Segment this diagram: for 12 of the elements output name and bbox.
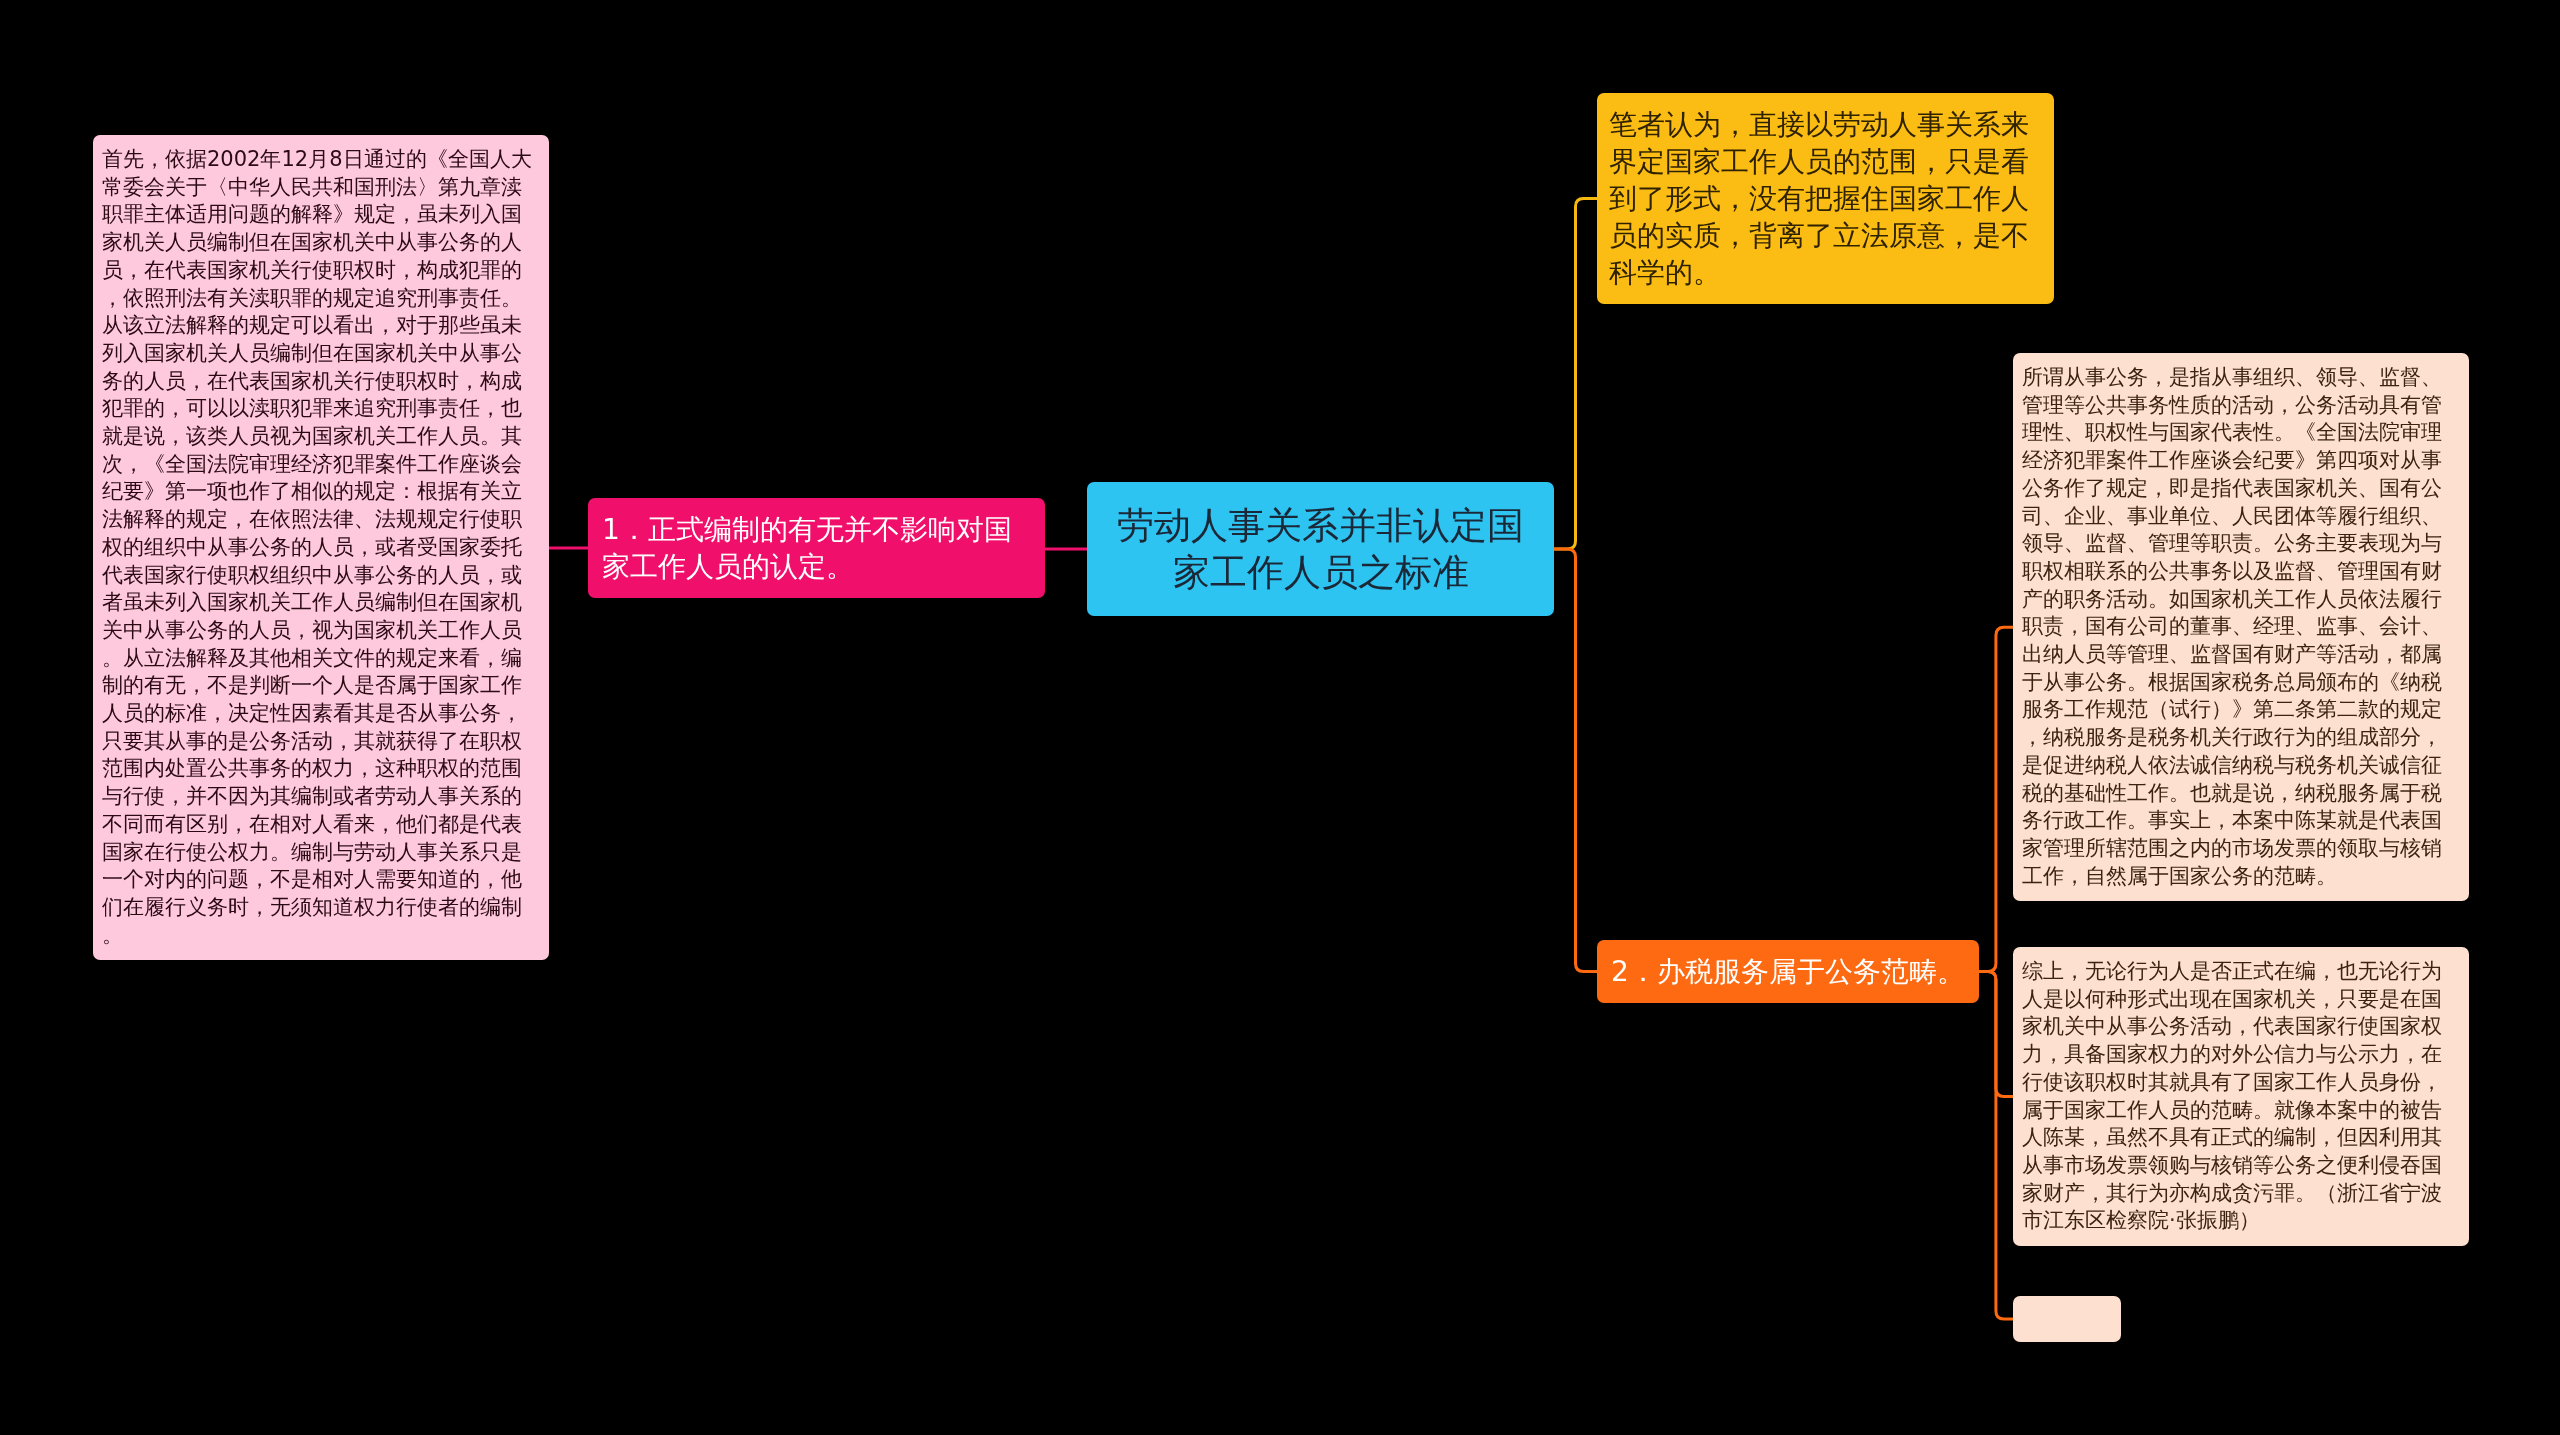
branch-topic: 笔者认为，直接以劳动人事关系来界定国家工作人员的范围，只是看到了形式，没有把握住国家工作人员的实质，背离了立法原意，是不科学的。	[1597, 93, 2054, 304]
note-card: 综上，无论行为人是否正式在编，也无论行为人是以何种形式出现在国家机关，只要是在国家机关中从事公务活动，代表国家行使国家权力，具备国家权力的对外公信力与公示力，在行使该职权时其就具有了国家工作人员身份，属于国家工作人员的范畴。就像本案中的被告人陈某，虽然不具有正式的编制，但因利用其从事市场发票领购与核销等公务之便利侵吞国家财产，其行为亦构成贪污罪。（浙江省宁波市江东区检察院·张振鹏）	[2013, 947, 2469, 1247]
note-card: 首先，依据2002年12月8日通过的《全国人大常委会关于〈中华人民共和国刑法〉第九章渎职罪主体适用问题的解释》规定，虽未列入国家机关人员编制但在国家机关中从事公务的人员，在代表国家机关行使职权时，构成犯罪的，依照刑法有关渎职罪的规定追究刑事责任。从该立法解释的规定可以看出，对于那些虽未列入国家机关人员编制但在国家机关中从事公务的人员，在代表国家机关行使职权时，构成犯罪的，可以以渎职犯罪来追究刑事责任，也就是说，该类人员视为国家机关工作人员。其次，《全国法院审理经济犯罪案件工作座谈会纪要》第一项也作了相似的规定：根据有关立法解释的规定，在依照法律、法规规定行使职权的组织中从事公务的人员，或者受国家委托代表国家行使职权组织中从事公务的人员，或者虽未列入国家机关工作人员编制但在国家机关中从事公务的人员，视为国家机关工作人员。从立法解释及其他相关文件的规定来看，编制的有无，不是判断一个人是否属于国家工作人员的标准，决定性因素看其是否从事公务，只要其从事的是公务活动，其就获得了在职权范围内处置公共事务的权力，这种职权的范围与行使，并不因为其编制或者劳动人事关系的不同而有区别，在相对人看来，他们都是代表国家在行使公权力。编制与劳动人事关系只是一个对内的问题，不是相对人需要知道的，他们在履行义务时，无须知道权力行使者的编制。	[93, 135, 549, 961]
branch-topic: 2．办税服务属于公务范畴。	[1597, 940, 1979, 1003]
note-card: 所谓从事公务，是指从事组织、领导、监督、管理等公共事务性质的活动，公务活动具有管理性、职权性与国家代表性。《全国法院审理经济犯罪案件工作座谈会纪要》第四项对从事公务作了规定，即是指代表国家机关、国有公司、企业、事业单位、人民团体等履行组织、领导、监督、管理等职责。公务主要表现为与职权相联系的公共事务以及监督、管理国有财产的职务活动。如国家机关工作人员依法履行职责，国有公司的董事、经理、监事、会计、出纳人员等管理、监督国有财产等活动，都属于从事公务。根据国家税务总局颁布的《纳税服务工作规范（试行）》第二条第二款的规定，纳税服务是税务机关行政行为的组成部分，是促进纳税人依法诚信纳税与税务机关诚信征税的基础性工作。也就是说，纳税服务属于税务行政工作。事实上，本案中陈某就是代表国家管理所辖范围之内的市场发票的领取与核销工作，自然属于国家公务的范畴。	[2013, 353, 2469, 902]
connector-line	[549, 546, 588, 550]
branch-topic: 1．正式编制的有无并不影响对国家工作人员的认定。	[588, 498, 1045, 598]
central-topic: 劳动人事关系并非认定国家工作人员之标准	[1087, 482, 1554, 616]
empty-topic-box	[2013, 1296, 2121, 1342]
connector-line	[1554, 547, 1597, 973]
connector-line	[1978, 970, 2013, 1321]
connector-line	[1045, 547, 1087, 551]
